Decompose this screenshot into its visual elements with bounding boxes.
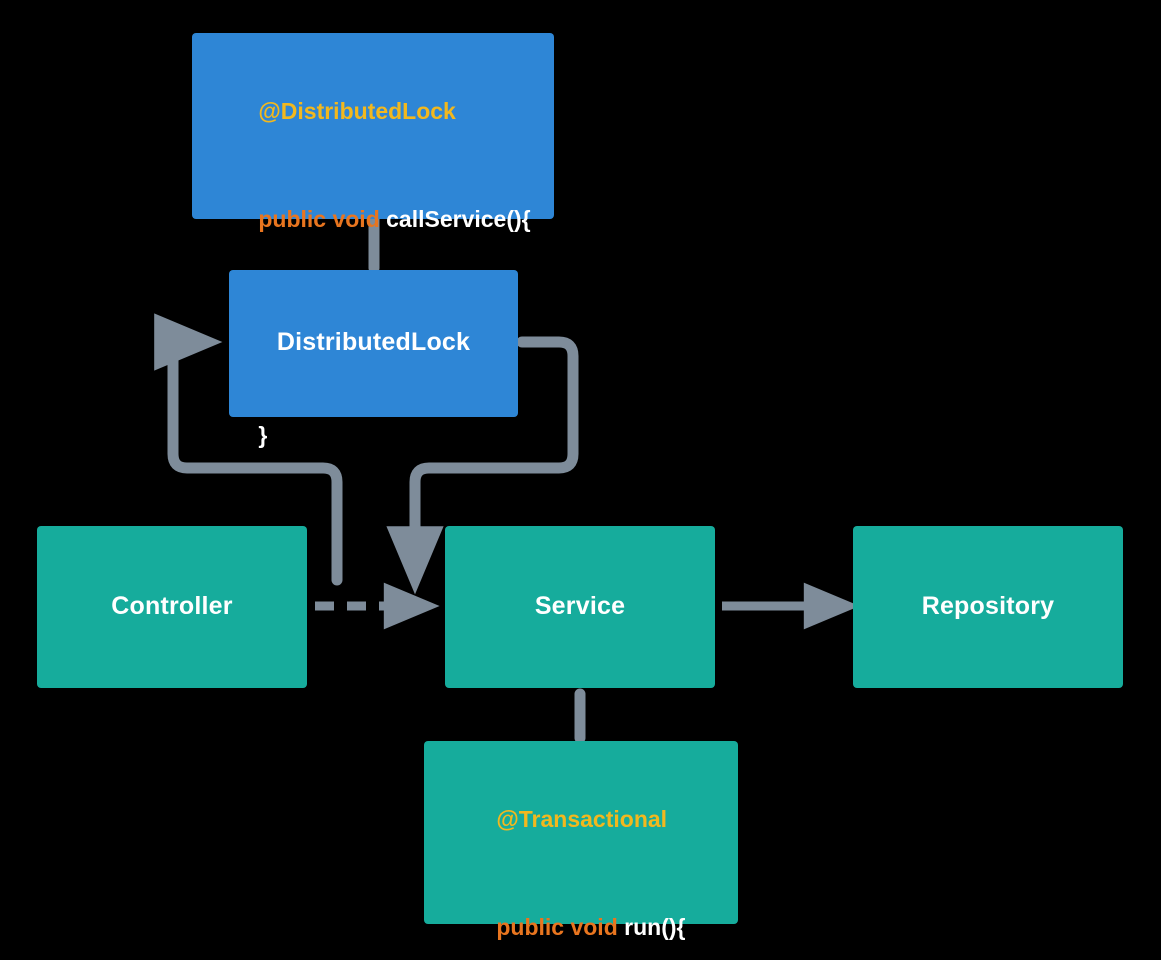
code-block-call-service: @DistributedLock public void callService… (192, 33, 554, 448)
code-line: @Transactional (424, 765, 738, 873)
node-controller[interactable]: Controller (37, 526, 307, 688)
code-token: @Transactional (496, 806, 668, 832)
node-label-distributed-lock: DistributedLock (276, 328, 471, 356)
node-service[interactable]: Service (445, 526, 715, 688)
node-label-repository: Repository (921, 592, 1055, 620)
code-line: } (192, 381, 554, 489)
code-token: void (570, 914, 625, 940)
code-line: @DistributedLock (192, 57, 554, 165)
code-line: public void callService(){ (192, 165, 554, 273)
code-block-transactional: @Transactional public void run(){ //do s… (424, 741, 738, 940)
code-token: callService(){ (386, 206, 531, 232)
code-token: @DistributedLock (258, 98, 456, 124)
code-token: run(){ (624, 914, 686, 940)
node-distributed-lock[interactable]: DistributedLock (229, 270, 518, 417)
code-line: public void run(){ (424, 873, 738, 960)
code-token: public (496, 914, 571, 940)
code-token: public (258, 206, 333, 232)
node-label-controller: Controller (111, 592, 233, 620)
node-label-service: Service (534, 592, 626, 620)
code-token: void (332, 206, 387, 232)
node-repository[interactable]: Repository (853, 526, 1123, 688)
code-token: } (258, 422, 268, 448)
